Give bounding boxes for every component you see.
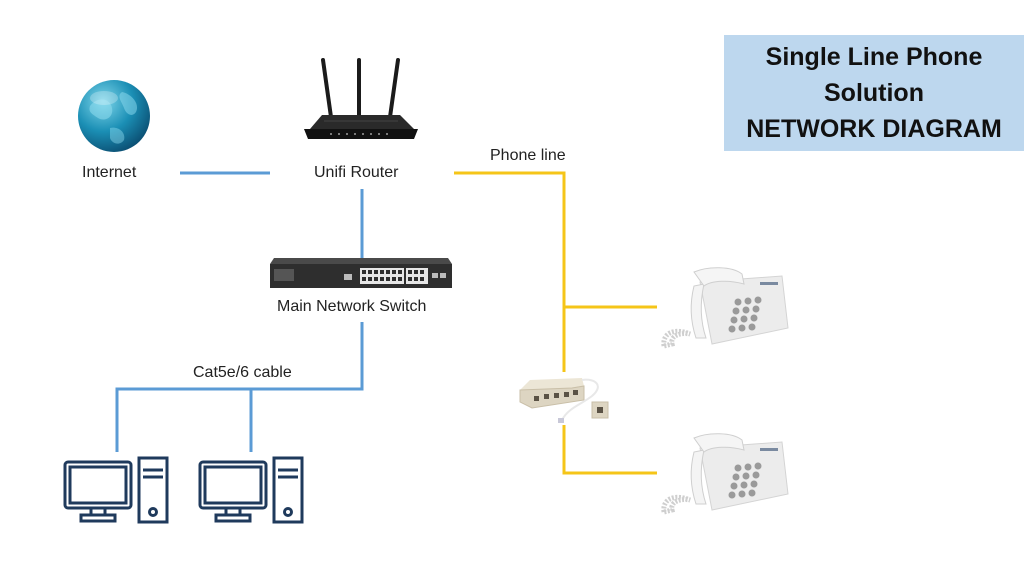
- diagram-title: Single Line Phone Solution NETWORK DIAGR…: [724, 35, 1024, 151]
- router-icon: [304, 58, 418, 139]
- switch-label: Main Network Switch: [277, 298, 427, 315]
- title-line-3: NETWORK DIAGRAM: [746, 115, 1002, 143]
- title-line-2: Solution: [824, 79, 924, 107]
- desktop-computer-icon: [198, 456, 304, 524]
- splitter-phone-2-link: [562, 425, 657, 475]
- switch-computers-link: [115, 322, 364, 452]
- router-label: Unifi Router: [314, 164, 399, 181]
- desk-phone-icon: [661, 433, 789, 516]
- title-line-1: Single Line Phone: [765, 43, 983, 71]
- phone-line-label: Phone line: [490, 147, 566, 164]
- globe-icon: [78, 80, 150, 152]
- cable-label: Cat5e/6 cable: [193, 364, 292, 381]
- network-switch-icon: [270, 258, 452, 288]
- desktop-computer-icon: [63, 456, 169, 524]
- phone-splitter-icon: [519, 378, 609, 423]
- internet-label: Internet: [82, 164, 137, 181]
- router-phone-line: [454, 171, 566, 372]
- desk-phone-icon: [661, 267, 789, 350]
